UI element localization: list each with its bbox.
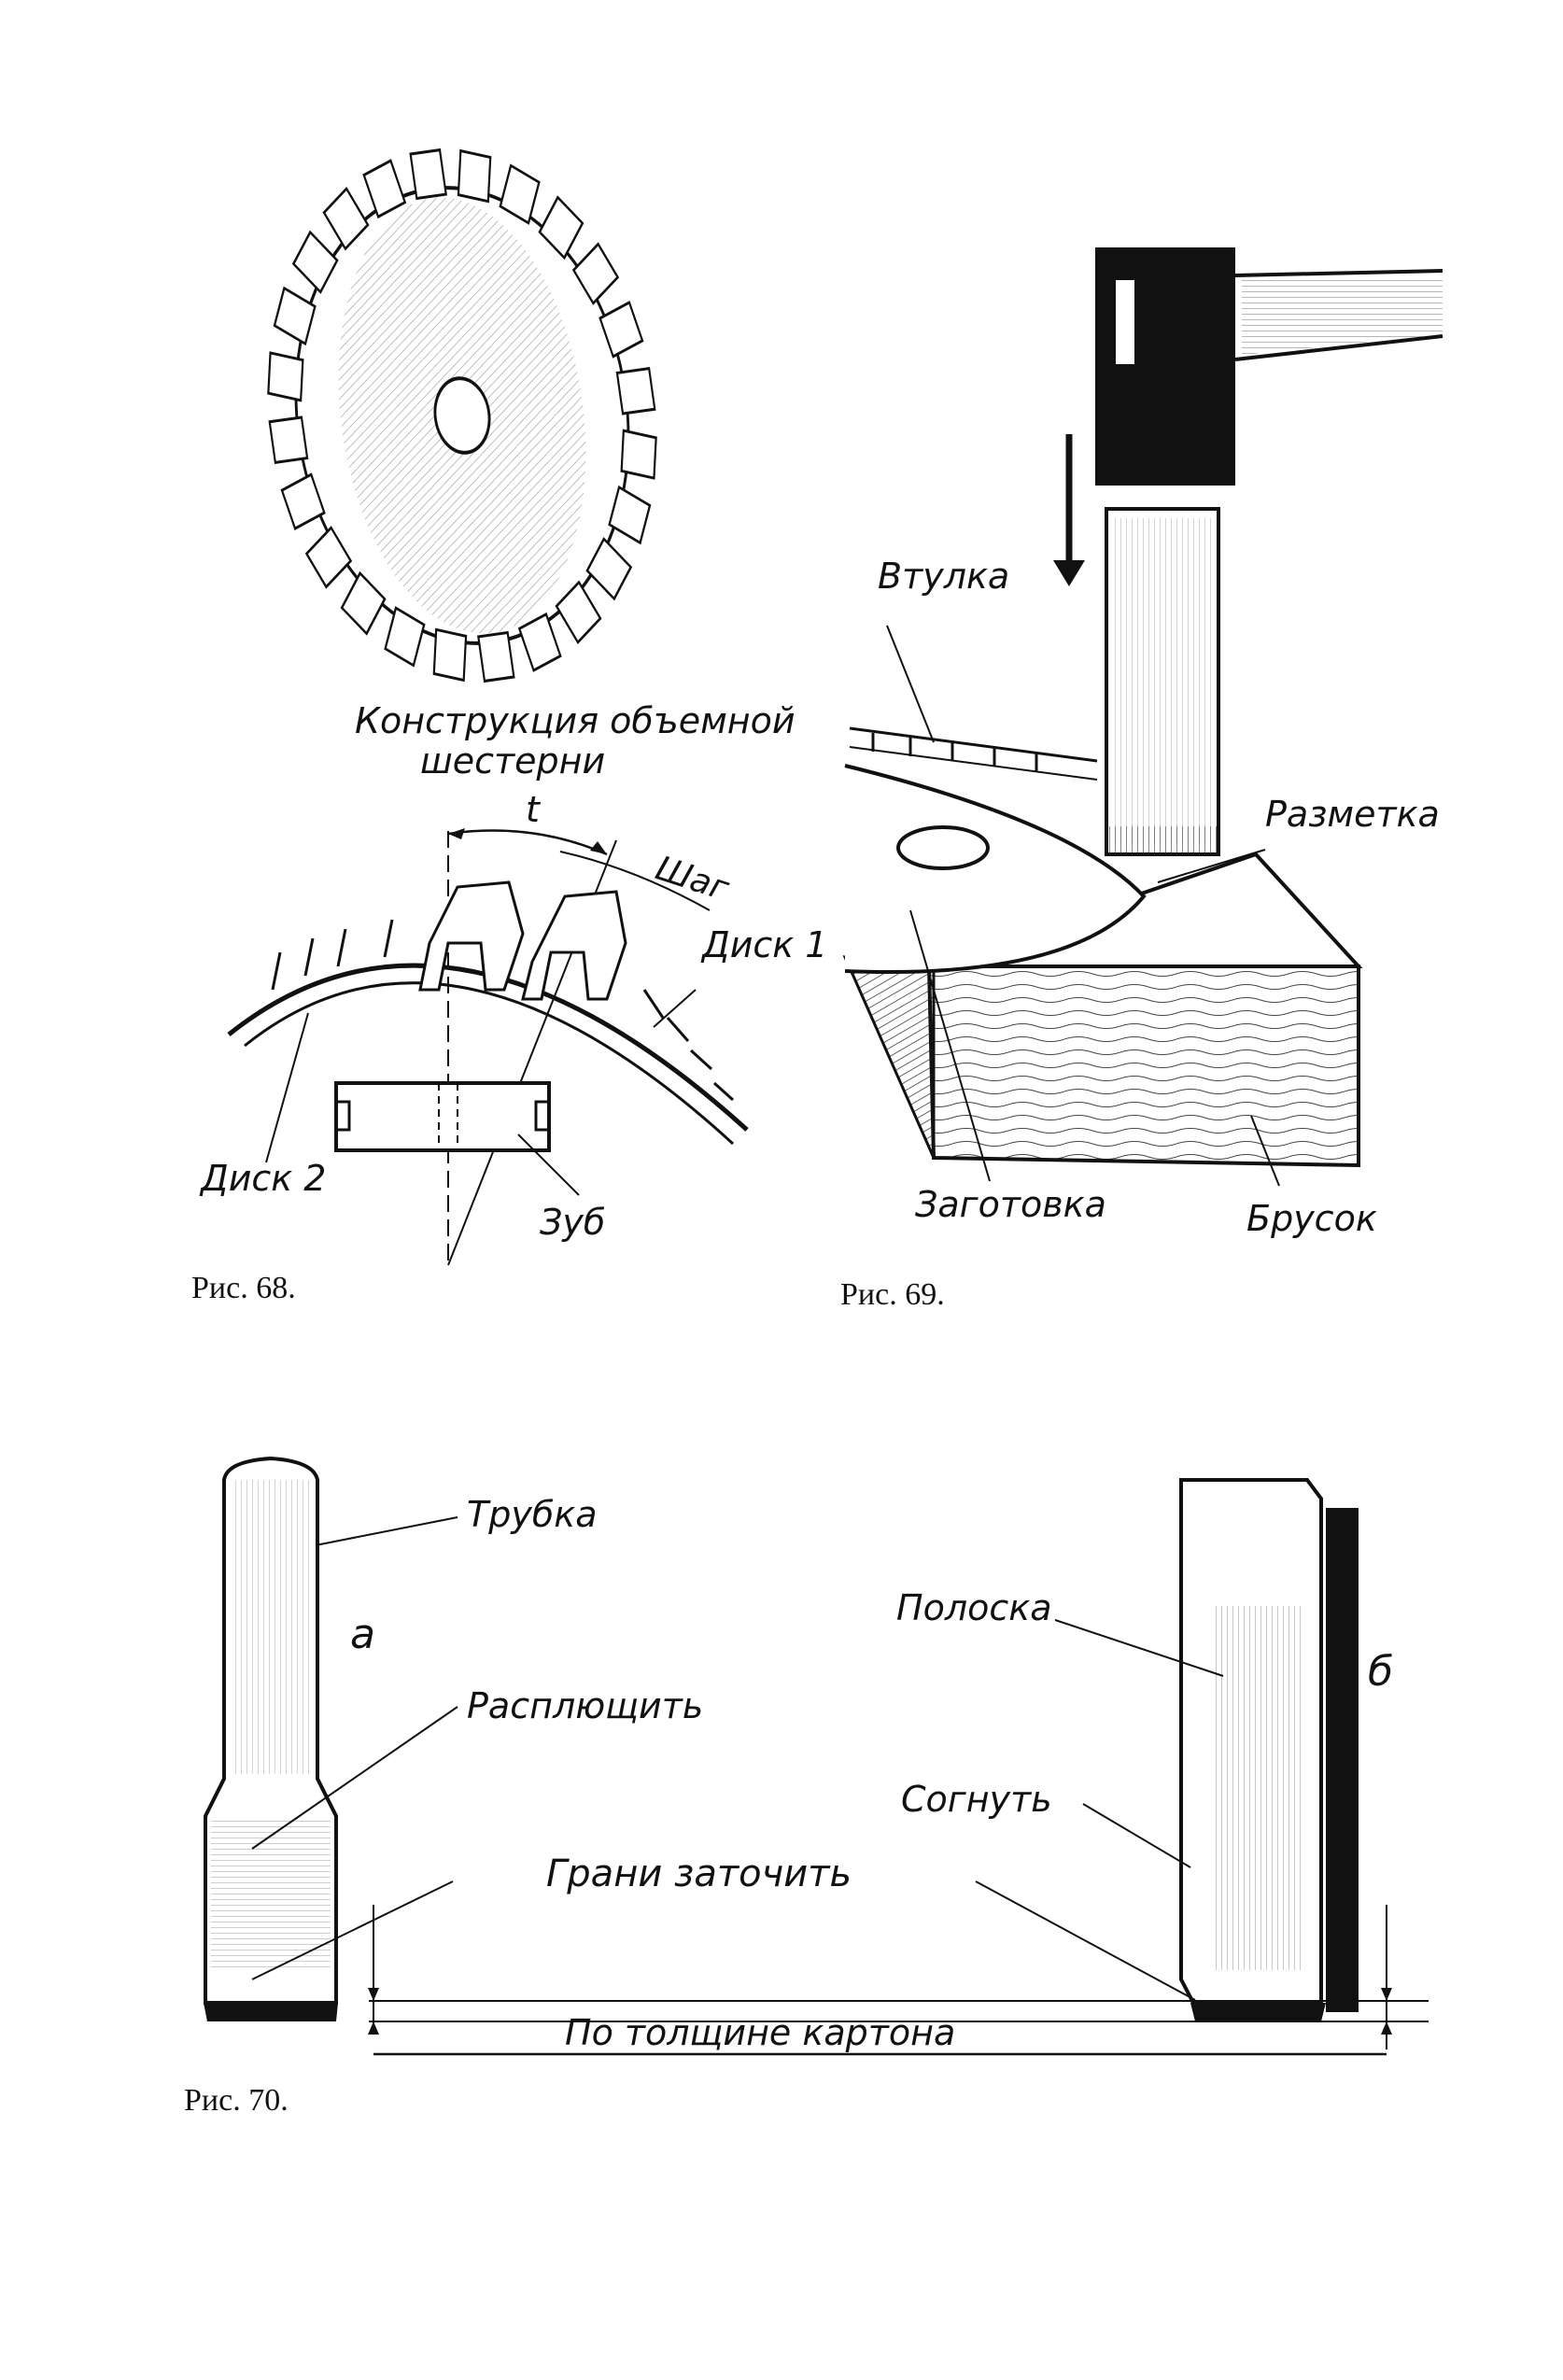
tube-label: Трубка — [467, 1494, 598, 1535]
fig70-caption: Рис. 70. — [184, 2083, 289, 2118]
variant-a-label: а — [350, 1611, 375, 1658]
cardboard-dimension — [368, 1905, 1429, 2056]
sleeve-label: Втулка — [878, 556, 1009, 597]
tooth-label: Зуб — [540, 1202, 605, 1243]
tooth-assembly-drawing — [227, 828, 749, 1266]
flatten-label: Расплющить — [467, 1685, 703, 1726]
gear-drawing — [267, 148, 657, 683]
marking-label: Разметка — [1265, 794, 1440, 835]
fig69-caption: Рис. 69. — [840, 1277, 945, 1312]
pitch-symbol: t — [526, 789, 542, 830]
strip-label: Полоска — [896, 1587, 1052, 1628]
variant-b-label: б — [1368, 1648, 1393, 1696]
gear-title-line2: шестерни — [420, 740, 605, 782]
sharpen-label: Грани заточить — [546, 1852, 852, 1895]
blank-label: Заготовка — [915, 1184, 1106, 1225]
block-label: Брусок — [1246, 1198, 1377, 1239]
strip-punch-drawing — [975, 1478, 1359, 2021]
cardboard-label: По толщине картона — [565, 2012, 955, 2053]
disk2-label: Диск 2 — [199, 1158, 326, 1199]
pitch-label: Шаг — [651, 850, 734, 909]
bend-label: Согнуть — [901, 1779, 1052, 1820]
gear-title-line1: Конструкция объемной — [355, 700, 796, 741]
fig68-caption: Рис. 68. — [191, 1271, 296, 1305]
tube-punch-drawing — [204, 1456, 458, 2021]
disk1-label: Диск 1 — [700, 924, 827, 965]
sleeve-punch-drawing — [842, 247, 1443, 1187]
